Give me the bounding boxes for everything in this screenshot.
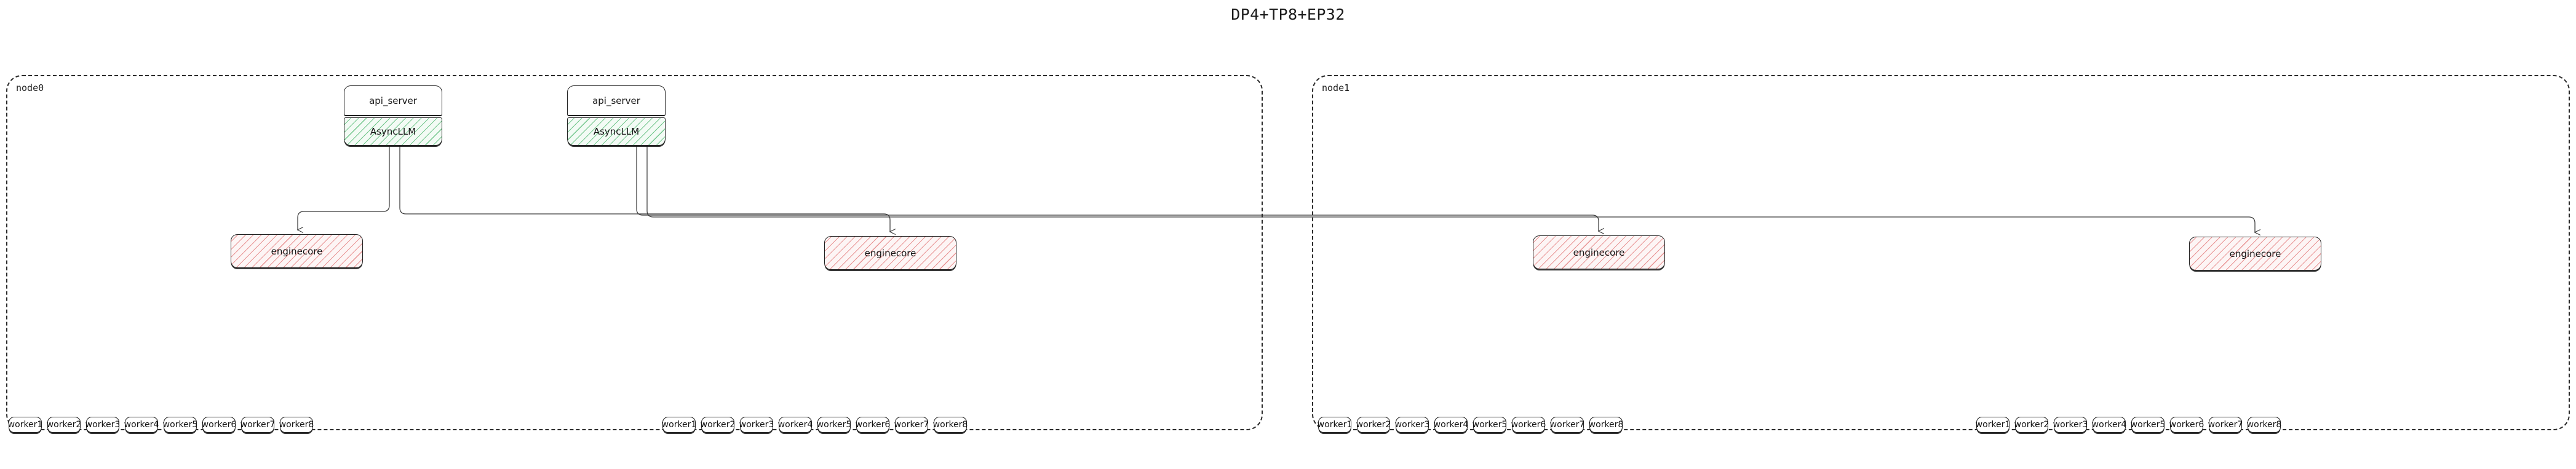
worker-box-node1-g1-7-label: worker7 — [2208, 420, 2243, 430]
worker-box-node1-g1-8-label: worker8 — [2246, 420, 2282, 430]
worker-box-node0-g0-8[interactable]: worker8 — [279, 417, 314, 433]
cluster-label-node1: node1 — [1322, 82, 1350, 93]
worker-box-node0-g1-5[interactable]: worker5 — [817, 417, 851, 433]
worker-box-node0-g0-4-label: worker4 — [124, 420, 159, 430]
worker-box-node0-g0-6[interactable]: worker6 — [202, 417, 236, 433]
worker-box-node1-g0-7-label: worker7 — [1549, 420, 1585, 430]
worker-box-node0-g0-7[interactable]: worker7 — [240, 417, 276, 433]
worker-box-node1-g0-4-label: worker4 — [1433, 420, 1469, 430]
worker-box-node0-g1-1-label: worker1 — [661, 420, 697, 430]
worker-box-node1-g1-3[interactable]: worker3 — [2053, 417, 2088, 433]
asyncllm-box-node0-0[interactable]: AsyncLLM — [344, 117, 442, 146]
worker-box-node0-g0-3-label: worker3 — [85, 420, 121, 430]
enginecore-box-node0-1[interactable]: enginecore — [824, 236, 956, 270]
worker-box-node1-g0-1[interactable]: worker1 — [1317, 417, 1353, 433]
worker-box-node0-g0-8-label: worker8 — [279, 420, 314, 430]
worker-box-node0-g1-7[interactable]: worker7 — [894, 417, 929, 433]
worker-box-node1-g1-6-label: worker6 — [2169, 420, 2204, 430]
api-server-box-node0-1-label: api_server — [592, 95, 640, 106]
worker-box-node0-g1-8-label: worker8 — [932, 420, 968, 430]
worker-box-node1-g1-4[interactable]: worker4 — [2091, 417, 2127, 433]
worker-box-node0-g0-2[interactable]: worker2 — [47, 417, 81, 433]
worker-box-node0-g1-8[interactable]: worker8 — [932, 417, 968, 433]
worker-box-node1-g0-7[interactable]: worker7 — [1549, 417, 1585, 433]
worker-box-node1-g1-2-label: worker2 — [2014, 420, 2049, 430]
enginecore-box-node1-0-label: enginecore — [1573, 246, 1625, 258]
worker-box-node0-g0-4[interactable]: worker4 — [124, 417, 159, 433]
worker-box-node1-g0-8-label: worker8 — [1588, 420, 1624, 430]
worker-box-node0-g0-5[interactable]: worker5 — [162, 417, 198, 433]
worker-box-node0-g1-1[interactable]: worker1 — [662, 417, 696, 433]
asyncllm-box-node0-0-label: AsyncLLM — [370, 126, 416, 137]
worker-box-node0-g0-5-label: worker5 — [162, 420, 198, 430]
worker-box-node1-g0-3[interactable]: worker3 — [1394, 417, 1430, 433]
worker-box-node1-g1-3-label: worker3 — [2053, 420, 2088, 430]
worker-box-node0-g1-4[interactable]: worker4 — [777, 417, 813, 433]
api-server-box-node0-0[interactable]: api_server — [344, 85, 442, 116]
enginecore-box-node0-0-label: enginecore — [271, 245, 323, 257]
worker-box-node1-g1-5-label: worker5 — [2130, 420, 2166, 430]
worker-box-node1-g0-5-label: worker5 — [1472, 420, 1508, 430]
worker-box-node0-g0-3[interactable]: worker3 — [85, 417, 121, 433]
worker-box-node0-g1-3-label: worker3 — [739, 420, 774, 430]
worker-box-node0-g0-7-label: worker7 — [240, 420, 276, 430]
diagram-title: DP4+TP8+EP32 — [1231, 6, 1345, 23]
worker-box-node1-g0-8[interactable]: worker8 — [1589, 417, 1623, 433]
worker-box-node1-g1-1-label: worker1 — [1975, 420, 2011, 430]
worker-box-node0-g1-4-label: worker4 — [777, 420, 813, 430]
worker-box-node0-g0-2-label: worker2 — [46, 420, 82, 430]
worker-box-node0-g0-1-label: worker1 — [7, 420, 43, 430]
worker-box-node1-g1-4-label: worker4 — [2091, 420, 2127, 430]
worker-box-node0-g1-7-label: worker7 — [894, 420, 929, 430]
asyncllm-box-node0-1[interactable]: AsyncLLM — [567, 117, 666, 146]
worker-box-node1-g1-8[interactable]: worker8 — [2246, 417, 2282, 433]
worker-box-node0-g1-2-label: worker2 — [700, 420, 736, 430]
worker-box-node0-g1-3[interactable]: worker3 — [739, 417, 774, 433]
worker-box-node0-g1-6[interactable]: worker6 — [855, 417, 891, 433]
worker-box-node1-g0-1-label: worker1 — [1317, 420, 1353, 430]
worker-box-node0-g0-1[interactable]: worker1 — [7, 417, 43, 433]
worker-box-node0-g1-6-label: worker6 — [855, 420, 891, 430]
asyncllm-box-node0-1-label: AsyncLLM — [593, 126, 640, 137]
worker-box-node1-g0-2[interactable]: worker2 — [1356, 417, 1391, 433]
enginecore-box-node0-1-label: enginecore — [864, 247, 916, 259]
worker-box-node0-g1-5-label: worker5 — [816, 420, 852, 430]
worker-box-node1-g0-5[interactable]: worker5 — [1472, 417, 1508, 433]
worker-box-node1-g0-6[interactable]: worker6 — [1511, 417, 1546, 433]
worker-box-node0-g1-2[interactable]: worker2 — [700, 417, 736, 433]
worker-box-node1-g0-3-label: worker3 — [1394, 420, 1430, 430]
worker-box-node1-g1-5[interactable]: worker5 — [2131, 417, 2165, 433]
enginecore-box-node1-1-label: enginecore — [2229, 248, 2281, 259]
worker-box-node1-g0-6-label: worker6 — [1511, 420, 1546, 430]
worker-box-node1-g1-2[interactable]: worker2 — [2014, 417, 2049, 433]
cluster-label-node0: node0 — [16, 82, 44, 93]
api-server-box-node0-0-label: api_server — [369, 95, 417, 106]
worker-box-node1-g0-4[interactable]: worker4 — [1434, 417, 1468, 433]
enginecore-box-node1-1[interactable]: enginecore — [2189, 237, 2321, 270]
worker-box-node1-g1-6[interactable]: worker6 — [2169, 417, 2204, 433]
enginecore-box-node1-0[interactable]: enginecore — [1533, 235, 1665, 269]
worker-box-node0-g0-6-label: worker6 — [201, 420, 237, 430]
worker-box-node1-g0-2-label: worker2 — [1356, 420, 1391, 430]
cluster-node0 — [6, 75, 1263, 430]
enginecore-box-node0-0[interactable]: enginecore — [231, 234, 363, 268]
api-server-box-node0-1[interactable]: api_server — [567, 85, 666, 116]
worker-box-node1-g1-7[interactable]: worker7 — [2208, 417, 2243, 433]
cluster-node1 — [1312, 75, 2570, 430]
worker-box-node1-g1-1[interactable]: worker1 — [1976, 417, 2010, 433]
